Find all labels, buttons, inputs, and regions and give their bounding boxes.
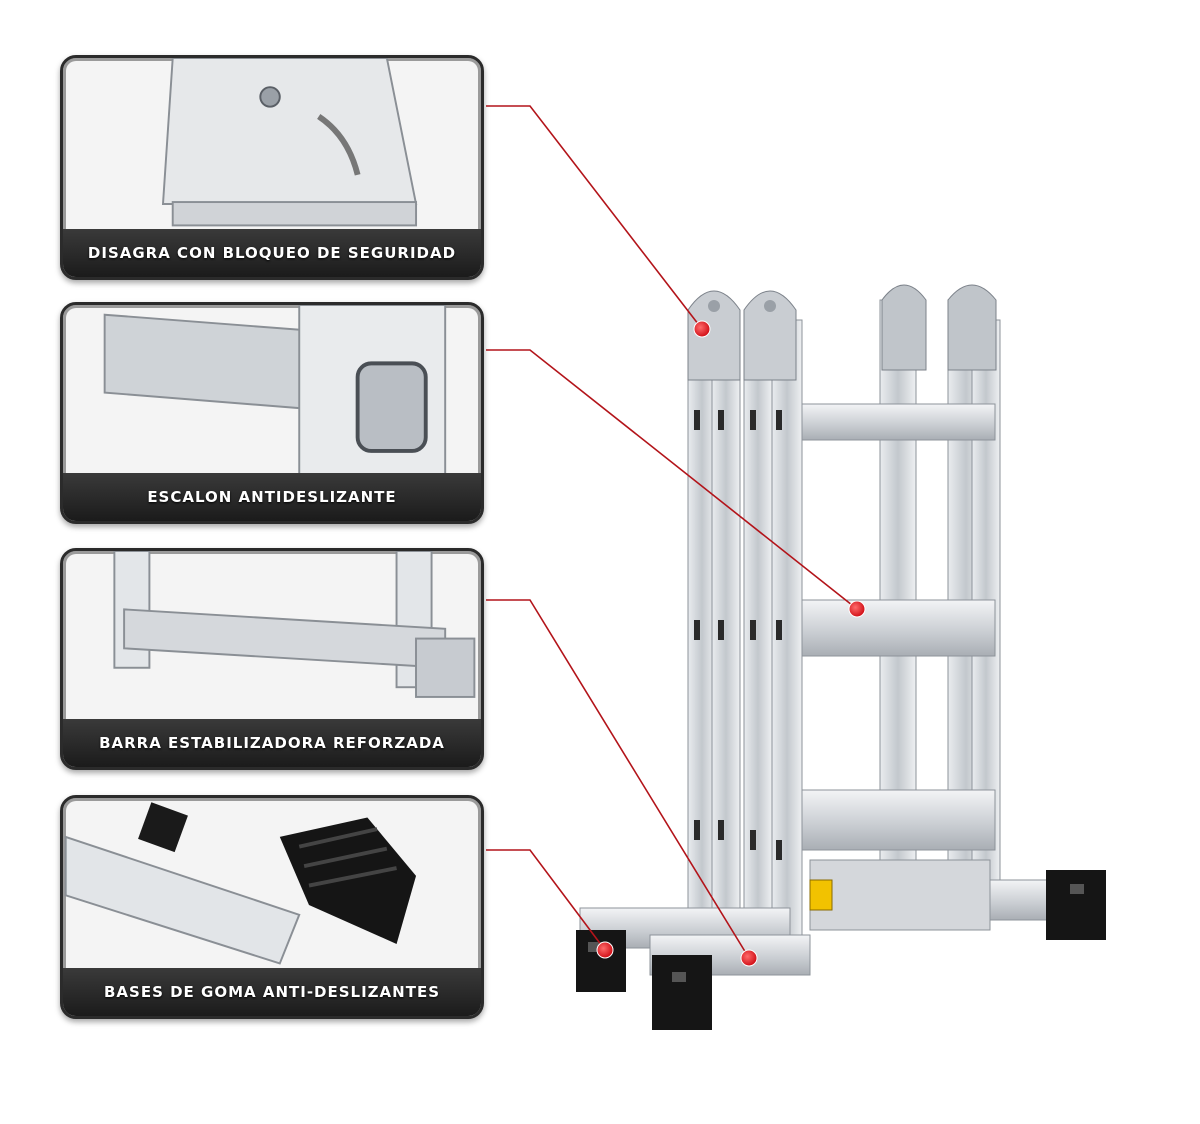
feature-panel-feet: BASES DE GOMA ANTI-DESLIZANTES: [60, 795, 484, 1019]
rubber-foot-illustration-icon: [64, 802, 417, 965]
feature-panel-bar: BARRA ESTABILIZADORA REFORZADA: [60, 548, 484, 770]
feature-panel-hinge: DISAGRA CON BLOQUEO DE SEGURIDAD: [60, 55, 484, 280]
bar-illustration-icon: [113, 551, 476, 698]
feature-panel-step: ESCALON ANTIDESLIZANTE: [60, 302, 484, 524]
callout-lines: [486, 105, 858, 959]
feature-caption: BASES DE GOMA ANTI-DESLIZANTES: [63, 968, 481, 1016]
feature-caption: BARRA ESTABILIZADORA REFORZADA: [63, 719, 481, 767]
feature-caption: DISAGRA CON BLOQUEO DE SEGURIDAD: [63, 229, 481, 277]
ladder-front-section: [687, 290, 803, 971]
hinge-illustration-icon: [161, 58, 418, 227]
callout-dots: [596, 320, 866, 967]
ladder-rungs: [799, 403, 996, 931]
rubber-feet: [576, 870, 1106, 1030]
feature-caption: ESCALON ANTIDESLIZANTE: [63, 473, 481, 521]
